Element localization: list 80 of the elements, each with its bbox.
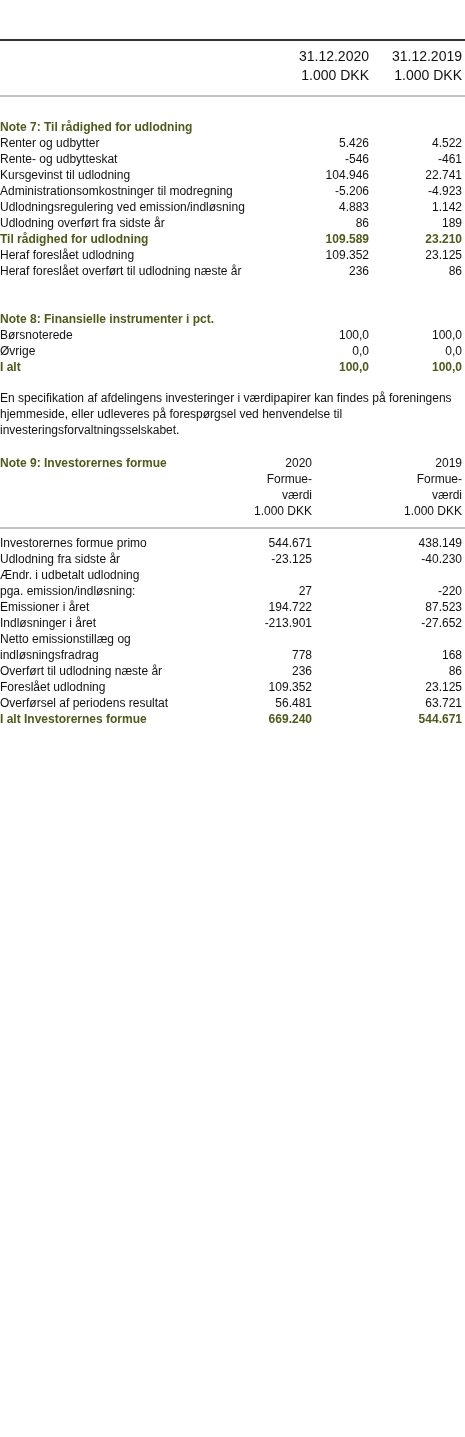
table-value: 109.589 <box>324 231 369 247</box>
table-value: 22.741 <box>424 167 462 183</box>
row-label: Børsnoterede <box>0 327 74 343</box>
column-header: 1.000 DKK <box>252 503 312 519</box>
row-label: Heraf foreslået overført til udlodning næste år <box>0 263 243 279</box>
table-value: 86 <box>447 263 462 279</box>
table-value: 87.523 <box>424 599 462 615</box>
total-label: Til rådighed for udlodning <box>0 231 150 247</box>
column-header: 1.000 DKK <box>402 503 462 519</box>
table-value: -461 <box>436 151 462 167</box>
column-header: Formue- værdi <box>265 471 312 503</box>
table-value: 100,0 <box>430 359 462 375</box>
row-label: Ændr. i udbetalt udlodning pga. emission/indløsning: <box>0 567 141 599</box>
note-paragraph: En specifikation af afdelingens investeringer i værdipapirer kan findes på foreningens hjemmeside, eller udleveres på forespørgsel ved henvendelse til investeringsforvaltningsselskabet. <box>0 390 453 438</box>
row-label: Udlodning fra sidste år <box>0 551 122 567</box>
section-heading: Note 7: Til rådighed for udlodning <box>0 119 193 135</box>
column-header: 1.000 DKK <box>393 66 462 84</box>
table-value: 0,0 <box>444 343 462 359</box>
section-heading: Note 9: Investorernes formue <box>0 455 167 471</box>
total-label: I alt <box>0 359 22 375</box>
row-label: Udlodning overført fra sidste år <box>0 215 166 231</box>
table-value: 100,0 <box>430 327 462 343</box>
table-value: -23.125 <box>270 551 312 567</box>
row-label: Foreslået udlodning <box>0 679 107 695</box>
row-label: Øvrige <box>0 343 37 359</box>
table-value: 778 <box>290 647 312 663</box>
row-label: Udlodningsregulering ved emission/indløsning <box>0 199 246 215</box>
column-header: 2020 <box>284 455 312 471</box>
row-label: Overført til udlodning næste år <box>0 663 164 679</box>
column-header: Formue- værdi <box>415 471 462 503</box>
row-label: Renter og udbytter <box>0 135 101 151</box>
table-value: -546 <box>343 151 369 167</box>
table-value: 168 <box>440 647 462 663</box>
table-value: 0,0 <box>351 343 369 359</box>
row-label: Kursgevinst til udlodning <box>0 167 132 183</box>
table-value: 104.946 <box>324 167 369 183</box>
table-value: 544.671 <box>417 711 462 727</box>
table-value: 4.883 <box>337 199 369 215</box>
table-value: -27.652 <box>420 615 462 631</box>
row-label: Rente- og udbytteskat <box>0 151 119 167</box>
table-value: 669.240 <box>267 711 312 727</box>
row-label: Indløsninger i året <box>0 615 98 631</box>
table-value: 194.722 <box>267 599 312 615</box>
column-header: 31.12.2019 <box>390 47 462 65</box>
table-value: 23.125 <box>424 247 462 263</box>
table-value: 100,0 <box>337 359 369 375</box>
table-value: 5.426 <box>337 135 369 151</box>
column-header: 31.12.2020 <box>297 47 369 65</box>
table-value: 56.481 <box>274 695 312 711</box>
table-value: 63.721 <box>424 695 462 711</box>
table-value: 27 <box>297 583 312 599</box>
row-label: Overførsel af periodens resultat <box>0 695 170 711</box>
row-label: Heraf foreslået udlodning <box>0 247 136 263</box>
table-value: 544.671 <box>267 535 312 551</box>
table-value: 100,0 <box>337 327 369 343</box>
column-header: 2019 <box>434 455 462 471</box>
row-label: Netto emissionstillæg og indløsningsfradrag <box>0 631 132 663</box>
table-value: -4.923 <box>426 183 462 199</box>
table-value: -40.230 <box>420 551 462 567</box>
table-value: 86 <box>354 215 369 231</box>
table-value: -220 <box>436 583 462 599</box>
table-value: 438.149 <box>417 535 462 551</box>
column-header: 1.000 DKK <box>300 66 369 84</box>
table-value: 189 <box>440 215 462 231</box>
table-value: 23.125 <box>424 679 462 695</box>
table-value: 1.142 <box>430 199 462 215</box>
total-label: I alt Investorernes formue <box>0 711 148 727</box>
table-value: 4.522 <box>430 135 462 151</box>
table-value: 236 <box>347 263 369 279</box>
table-value: 23.210 <box>424 231 462 247</box>
table-value: 86 <box>447 663 462 679</box>
table-value: 109.352 <box>267 679 312 695</box>
section-heading: Note 8: Finansielle instrumenter i pct. <box>0 311 215 327</box>
table-value: 109.352 <box>324 247 369 263</box>
row-label: Emissioner i året <box>0 599 91 615</box>
table-value: -5.206 <box>333 183 369 199</box>
row-label: Investorernes formue primo <box>0 535 148 551</box>
row-label: Administrationsomkostninger til modregning <box>0 183 234 199</box>
table-value: -213.901 <box>263 615 312 631</box>
table-value: 236 <box>290 663 312 679</box>
